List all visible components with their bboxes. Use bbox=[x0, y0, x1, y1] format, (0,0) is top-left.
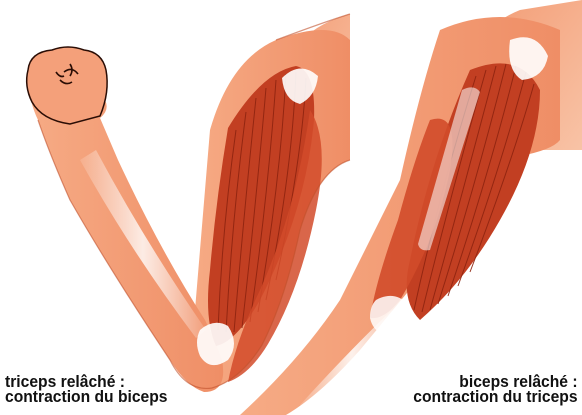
caption-flexed-arm: triceps relâché : contraction du biceps bbox=[5, 374, 168, 404]
caption-left-line2: contraction du biceps bbox=[5, 389, 168, 404]
caption-extended-arm: biceps relâché : contraction du triceps bbox=[414, 374, 578, 404]
caption-right-line2: contraction du triceps bbox=[414, 389, 578, 404]
flexed-arm bbox=[27, 14, 350, 392]
left-elbow-joint bbox=[197, 323, 234, 365]
